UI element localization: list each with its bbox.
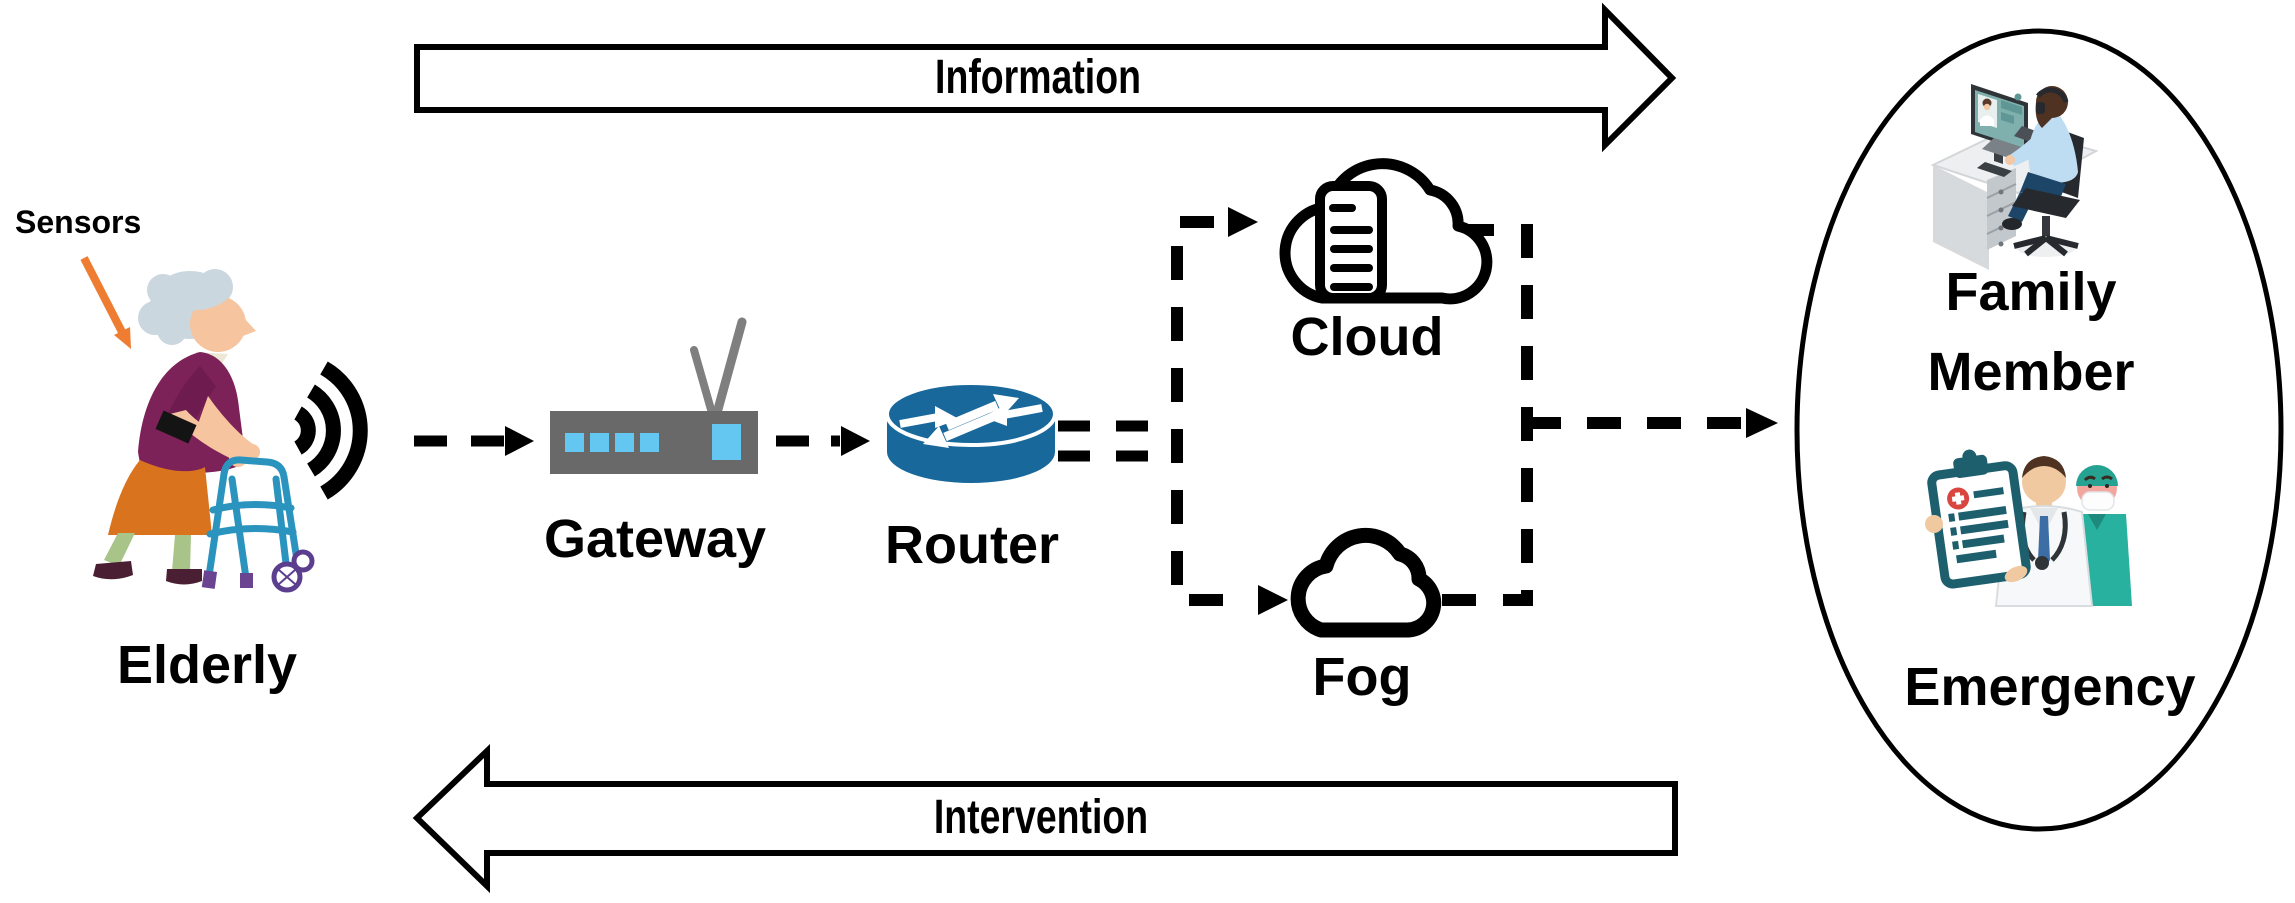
family-computer-icon [1930,84,2099,270]
sensors-pointer-icon [80,256,131,349]
intervention-arrow-shape [412,743,1678,894]
elderly-walker-icon [93,269,260,585]
router-icon [885,381,1057,483]
medical-team-icon [1925,449,2132,607]
intervention-flow-label: Intervention [933,791,1149,844]
arrowhead-to-fog [1258,585,1288,615]
arrowhead-to-recipients [1746,408,1778,438]
elderly-label: Elderly [116,635,298,695]
family-member-label: Family Member [1927,252,2134,412]
information-arrow-shape [414,2,1677,153]
emergency-label: Emergency [1904,657,2196,717]
wifi-signal-icon [293,361,368,500]
family-member-label-line1: Family [1945,262,2117,322]
arrowhead-to-gateway [505,426,534,456]
cloud-server-icon [1279,158,1493,305]
walker-icon [201,456,315,593]
sensors-label: Sensors [15,204,142,240]
fog-label: Fog [1312,647,1412,707]
dashed-connectors [414,216,1744,606]
router-label: Router [885,515,1059,575]
recipients-ellipse [1794,28,2284,832]
family-member-label-line2: Member [1927,342,2135,402]
dashed-arrowheads [505,207,1778,615]
fog-cloud-icon [1290,527,1442,638]
information-flow-label: Information [935,51,1141,104]
gateway-icon [550,317,758,474]
gateway-label: Gateway [543,509,767,569]
arrowhead-to-cloud [1228,207,1258,237]
right-branch-dash [1436,224,1533,606]
cloud-label: Cloud [1290,307,1444,367]
arrowhead-to-router [841,426,870,456]
left-branch-dash [1171,216,1250,606]
